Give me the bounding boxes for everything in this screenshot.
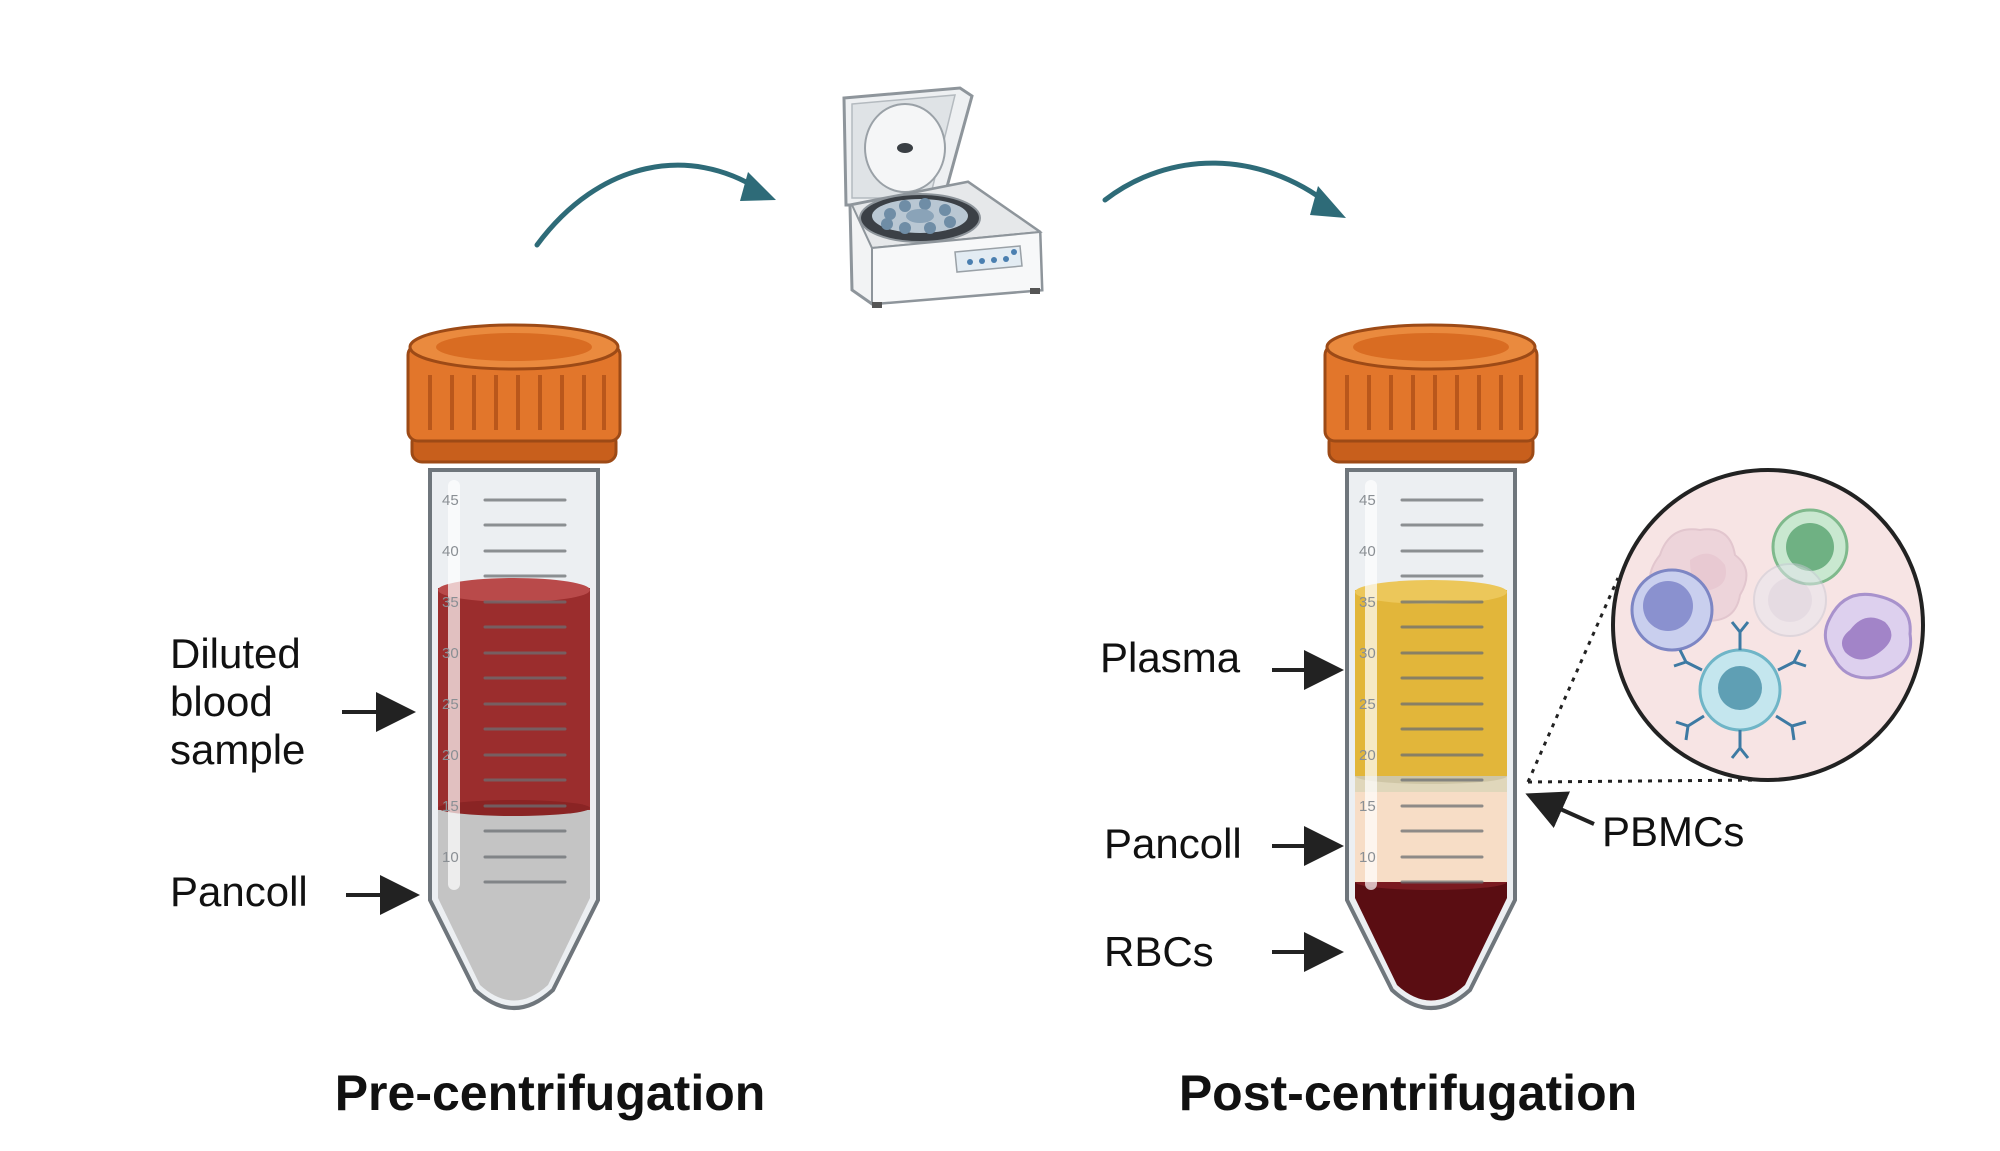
graduation-label: 40 <box>1359 543 1376 560</box>
label-pbmcs: PBMCs <box>1602 808 1744 855</box>
centrifuge-icon <box>842 86 1044 308</box>
caption-pre: Pre-centrifugation <box>335 1065 766 1121</box>
flow-arrow-right-icon <box>1102 160 1346 218</box>
graduation-label: 45 <box>442 492 459 509</box>
tube-cap-icon <box>406 323 622 464</box>
graduation-label: 30 <box>442 645 459 662</box>
flow-arrow-left-icon <box>534 162 776 248</box>
t-cell-icon <box>1673 621 1807 759</box>
faded-cell-icon <box>1753 563 1827 637</box>
graduation-label: 10 <box>1359 849 1376 866</box>
label-plasma: Plasma <box>1100 634 1241 681</box>
graduation-label: 35 <box>442 594 459 611</box>
graduation-label: 35 <box>1359 594 1376 611</box>
pointer-arrow-pbmcs-icon <box>1525 791 1595 829</box>
graduation-label: 15 <box>1359 798 1376 815</box>
graduation-label: 30 <box>1359 645 1376 662</box>
label-blood-line1: Diluted <box>170 630 301 677</box>
graduation-label: 45 <box>1359 492 1376 509</box>
graduation-label: 15 <box>442 798 459 815</box>
post-centrifugation-tube: 45 40 35 30 25 20 15 10 <box>1323 323 1539 1010</box>
graduation-label: 25 <box>442 696 459 713</box>
pbmc-zoom-inset <box>1526 468 1925 784</box>
tube-cap-icon <box>1323 323 1539 464</box>
label-rbcs: RBCs <box>1104 928 1214 975</box>
caption-post: Post-centrifugation <box>1179 1065 1637 1121</box>
graduation-label: 40 <box>442 543 459 560</box>
graduation-label: 20 <box>442 747 459 764</box>
b-cell-icon <box>1630 568 1714 652</box>
pre-centrifugation-tube: 45 40 35 30 25 20 15 10 <box>406 323 622 1010</box>
neutrophil-cell-icon <box>1823 592 1913 680</box>
label-blood-line3: sample <box>170 726 305 773</box>
label-pancoll-post: Pancoll <box>1104 820 1242 867</box>
graduation-label: 20 <box>1359 747 1376 764</box>
antibody-icon <box>1673 621 1807 759</box>
label-pancoll-pre: Pancoll <box>170 868 308 915</box>
label-blood-line2: blood <box>170 678 273 725</box>
graduation-label: 10 <box>442 849 459 866</box>
graduation-label: 25 <box>1359 696 1376 713</box>
